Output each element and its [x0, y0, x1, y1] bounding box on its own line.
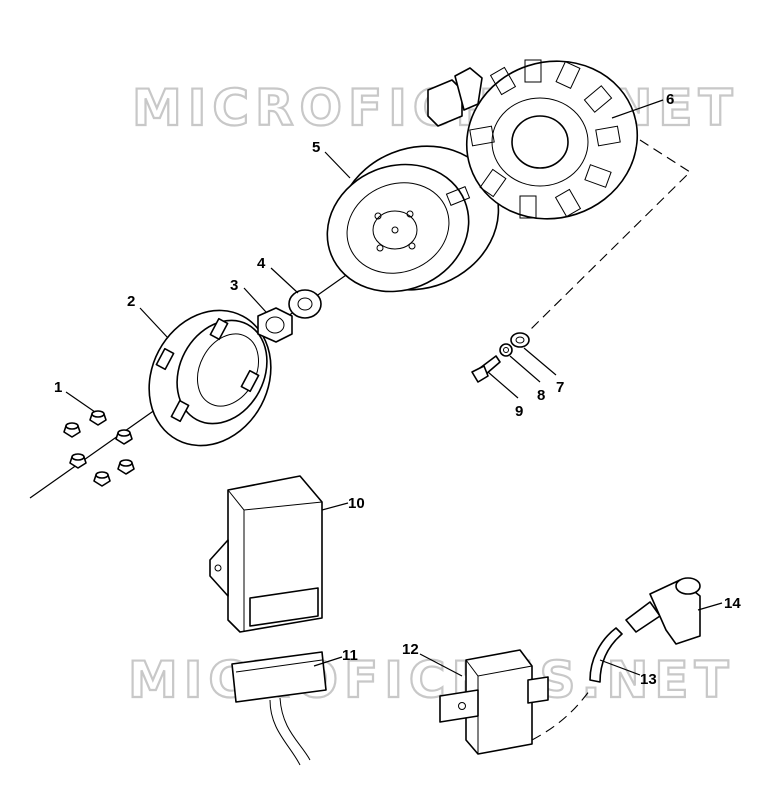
part-1-bolts	[63, 410, 135, 487]
part-12-ignition-coil	[439, 649, 591, 755]
callout-14: 14	[724, 595, 741, 612]
callout-12: 12	[402, 641, 419, 658]
part-2-starter-cup	[148, 309, 272, 447]
callout-8: 8	[537, 387, 545, 404]
callout-6: 6	[666, 91, 674, 108]
part-6-stator	[427, 59, 639, 220]
callout-1: 1	[54, 379, 62, 396]
part-5-flywheel	[326, 145, 500, 293]
callout-3: 3	[230, 277, 238, 294]
part-13-spark-plug-wire	[589, 627, 623, 683]
callout-10: 10	[348, 495, 365, 512]
callout-13: 13	[640, 671, 657, 688]
callout-4: 4	[257, 255, 266, 272]
part-11-connector	[231, 651, 327, 766]
callout-9: 9	[515, 403, 523, 420]
stator-dashed-line	[529, 139, 691, 331]
part-9-screw	[471, 355, 501, 383]
leader-lines	[65, 99, 723, 677]
callout-2: 2	[127, 293, 135, 310]
callout-5: 5	[312, 139, 320, 156]
part-10-cdi-box	[209, 475, 323, 633]
callout-7: 7	[556, 379, 564, 396]
watermark-bottom: MICROFICHES.NET	[128, 651, 735, 709]
part-3-nut	[257, 307, 293, 343]
part-4-washer	[288, 289, 322, 319]
part-8-lockwasher	[499, 343, 513, 357]
part-14-spark-plug-cap	[625, 577, 701, 645]
callout-labels: 1 2 3 4 5 6 7 8 9 10 11 12 13 14	[54, 91, 741, 688]
part-7-washer	[510, 332, 530, 348]
callout-11: 11	[342, 647, 358, 664]
